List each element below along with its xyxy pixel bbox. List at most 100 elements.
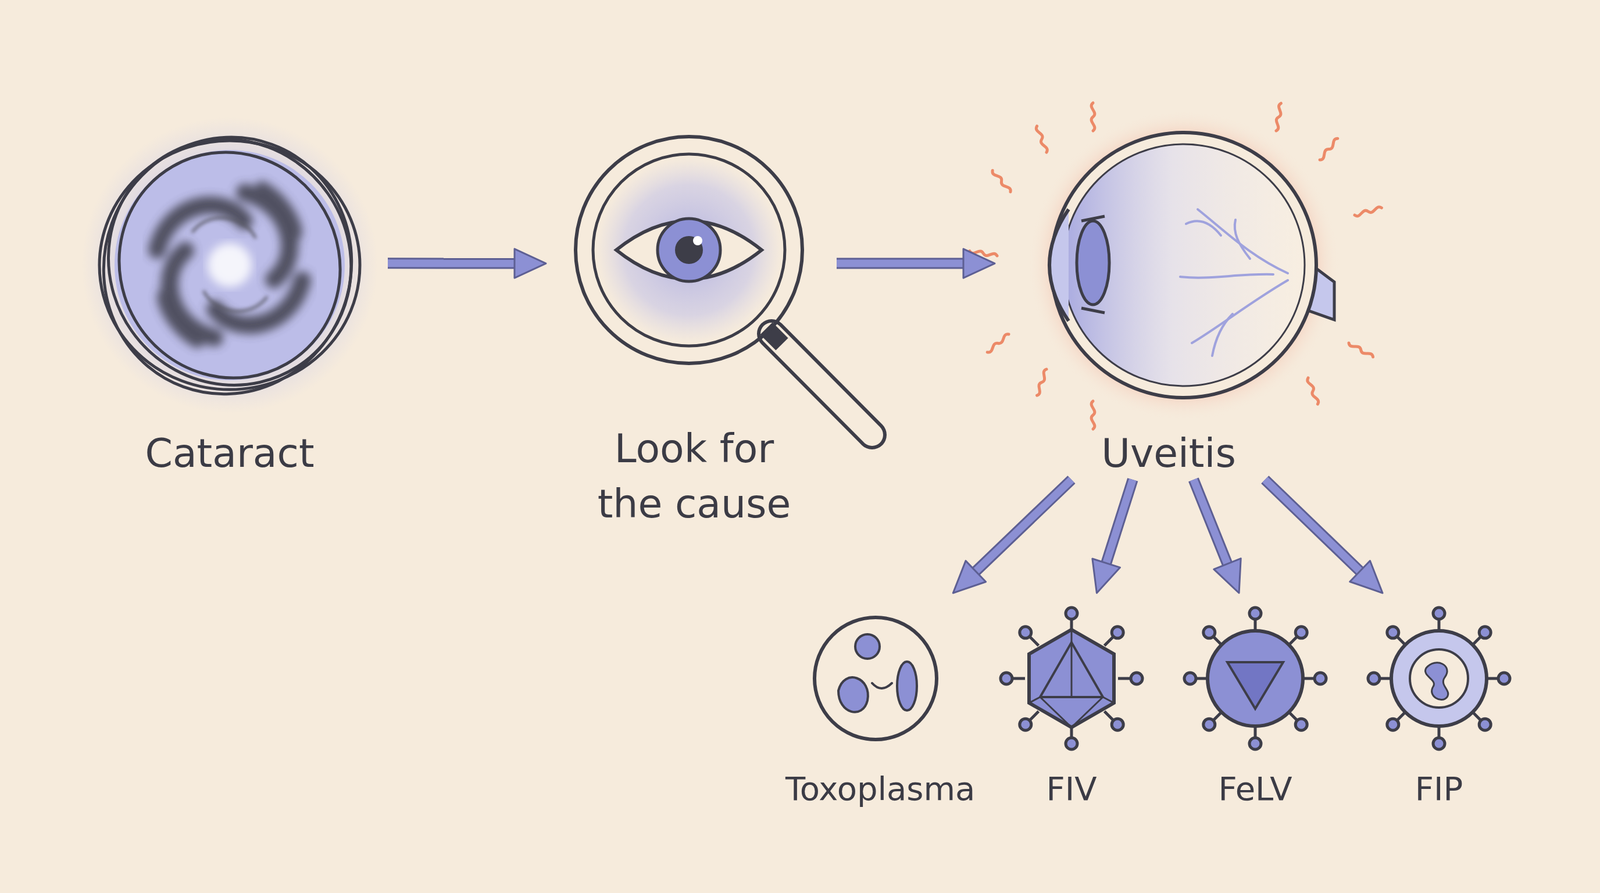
arrow-shaft [1265,479,1366,577]
uveitis-eye-part-part [1234,219,1250,259]
arrow-head [387,262,546,264]
felv-icon-part [1184,607,1327,750]
fip-icon-part [1368,607,1510,750]
arrow-shaft [1103,479,1133,571]
flow-arrow [836,263,995,264]
illustrated-node: FIV [981,593,1162,814]
uveitis-eye-part [1091,401,1095,430]
felv-icon-part [1227,662,1284,709]
cataract-lens-part-part [77,111,382,419]
illustrated-node: FIP [1348,593,1530,814]
magnifier-eye-part [675,236,703,264]
node-label: Uveitis [994,425,1343,481]
cataract-lens-part [81,116,378,414]
illustrated-node: FeLV [1165,593,1346,814]
toxoplasma-icon [814,617,937,740]
uveitis-eye-part [1180,209,1288,356]
node-label: Look for the cause [577,420,811,532]
magnifier-eye-part [657,218,721,282]
magnifier-eye-part [593,154,785,346]
arrow-outline [387,257,523,269]
toxoplasma-icon-part [814,617,937,740]
uveitis-eye-part-part [1212,313,1233,356]
uveitis-eye-part-part [1191,280,1288,344]
uveitis-eye-part [1348,341,1374,359]
cataract-lens-part-part [261,186,298,236]
uveitis-eye-part [1049,209,1069,321]
arrow-head [952,479,1072,594]
fiv-icon [1000,607,1143,750]
fip-icon-part [1425,662,1449,700]
fip-icon-part [1409,649,1469,708]
illustrated-node: Look for the cause [545,116,837,547]
flow-arrow [387,262,546,264]
node-label: FeLV [1165,766,1346,812]
cataract-lens-part-part [67,102,388,430]
arrow-outline [836,258,972,270]
arrow-shaft [1193,479,1231,572]
arrow-head [1193,479,1239,594]
cataract-lens [60,91,400,434]
cataract-lens-part-part [162,293,198,344]
uveitis-eye-part [1091,102,1095,131]
uveitis-eye [969,102,1382,430]
uveitis-eye-part [991,169,1012,193]
uveitis-eye-part [1076,220,1110,305]
fiv-icon-part [1029,629,1114,728]
arrow-head [836,263,995,264]
uveitis-eye-part [1027,109,1340,421]
felv-icon-part [1207,630,1303,727]
uveitis-eye-part [986,333,1010,354]
uveitis-eye-part-part [1186,220,1221,236]
magnifier-eye-part [575,136,803,364]
magnifier-eye [575,136,873,435]
toxoplasma-icon-part [855,634,880,659]
cataract-lens-part-part [60,91,400,434]
arrow-outline [1103,479,1133,571]
flow-arrow [1096,479,1133,594]
fiv-icon-part [1000,607,1143,750]
flow-arrow [952,479,1072,594]
illustrated-node: Cataract [71,116,388,489]
cataract-lens-part [60,91,400,434]
uveitis-eye-part [1081,308,1105,313]
uveitis-eye-part [1306,377,1320,405]
cataract-lens-part [207,243,252,288]
fiv-icon-part [1029,629,1114,728]
cataract-lens-part [156,186,303,344]
uveitis-eye-part [1062,144,1305,387]
uveitis-eye-part [1035,125,1049,153]
node-label: FIP [1348,766,1530,812]
flow-arrow [1265,479,1383,594]
flow-arrow [1193,479,1239,594]
arrow-outline [1193,479,1231,572]
arrow-outline [969,479,1072,577]
uveitis-eye-part [1051,132,1317,398]
uveitis-eye-part [1035,368,1049,396]
illustrated-node: Uveitis [994,116,1373,480]
arrow-outline [1265,479,1366,577]
arrow-head [1096,479,1133,594]
toxoplasma-icon-part [872,683,892,689]
uveitis-eye-part-part [1197,209,1288,274]
magnifier-eye-part [595,156,782,344]
arrow-shaft [387,259,523,267]
uveitis-eye-part [1354,206,1382,217]
uveitis-eye-part [1318,137,1339,161]
arrow-shaft [836,259,972,268]
cataract-lens-part-part [191,218,256,239]
magnifier-eye-part [771,333,873,435]
arrow-shaft [969,479,1072,577]
cataract-lens-part-part [203,290,268,312]
uveitis-eye-part [969,249,998,258]
felv-icon [1184,607,1327,750]
uveitis-eye-part-part [1180,274,1274,278]
magnifier-eye-part [693,236,703,246]
fip-icon [1368,607,1510,750]
cataract-lens-part [191,218,268,312]
node-label: FIV [981,766,1162,812]
illustrated-node: Toxoplasma [785,593,966,814]
uveitis-eye-part [1274,102,1283,131]
magnifier-eye-part [771,333,873,435]
